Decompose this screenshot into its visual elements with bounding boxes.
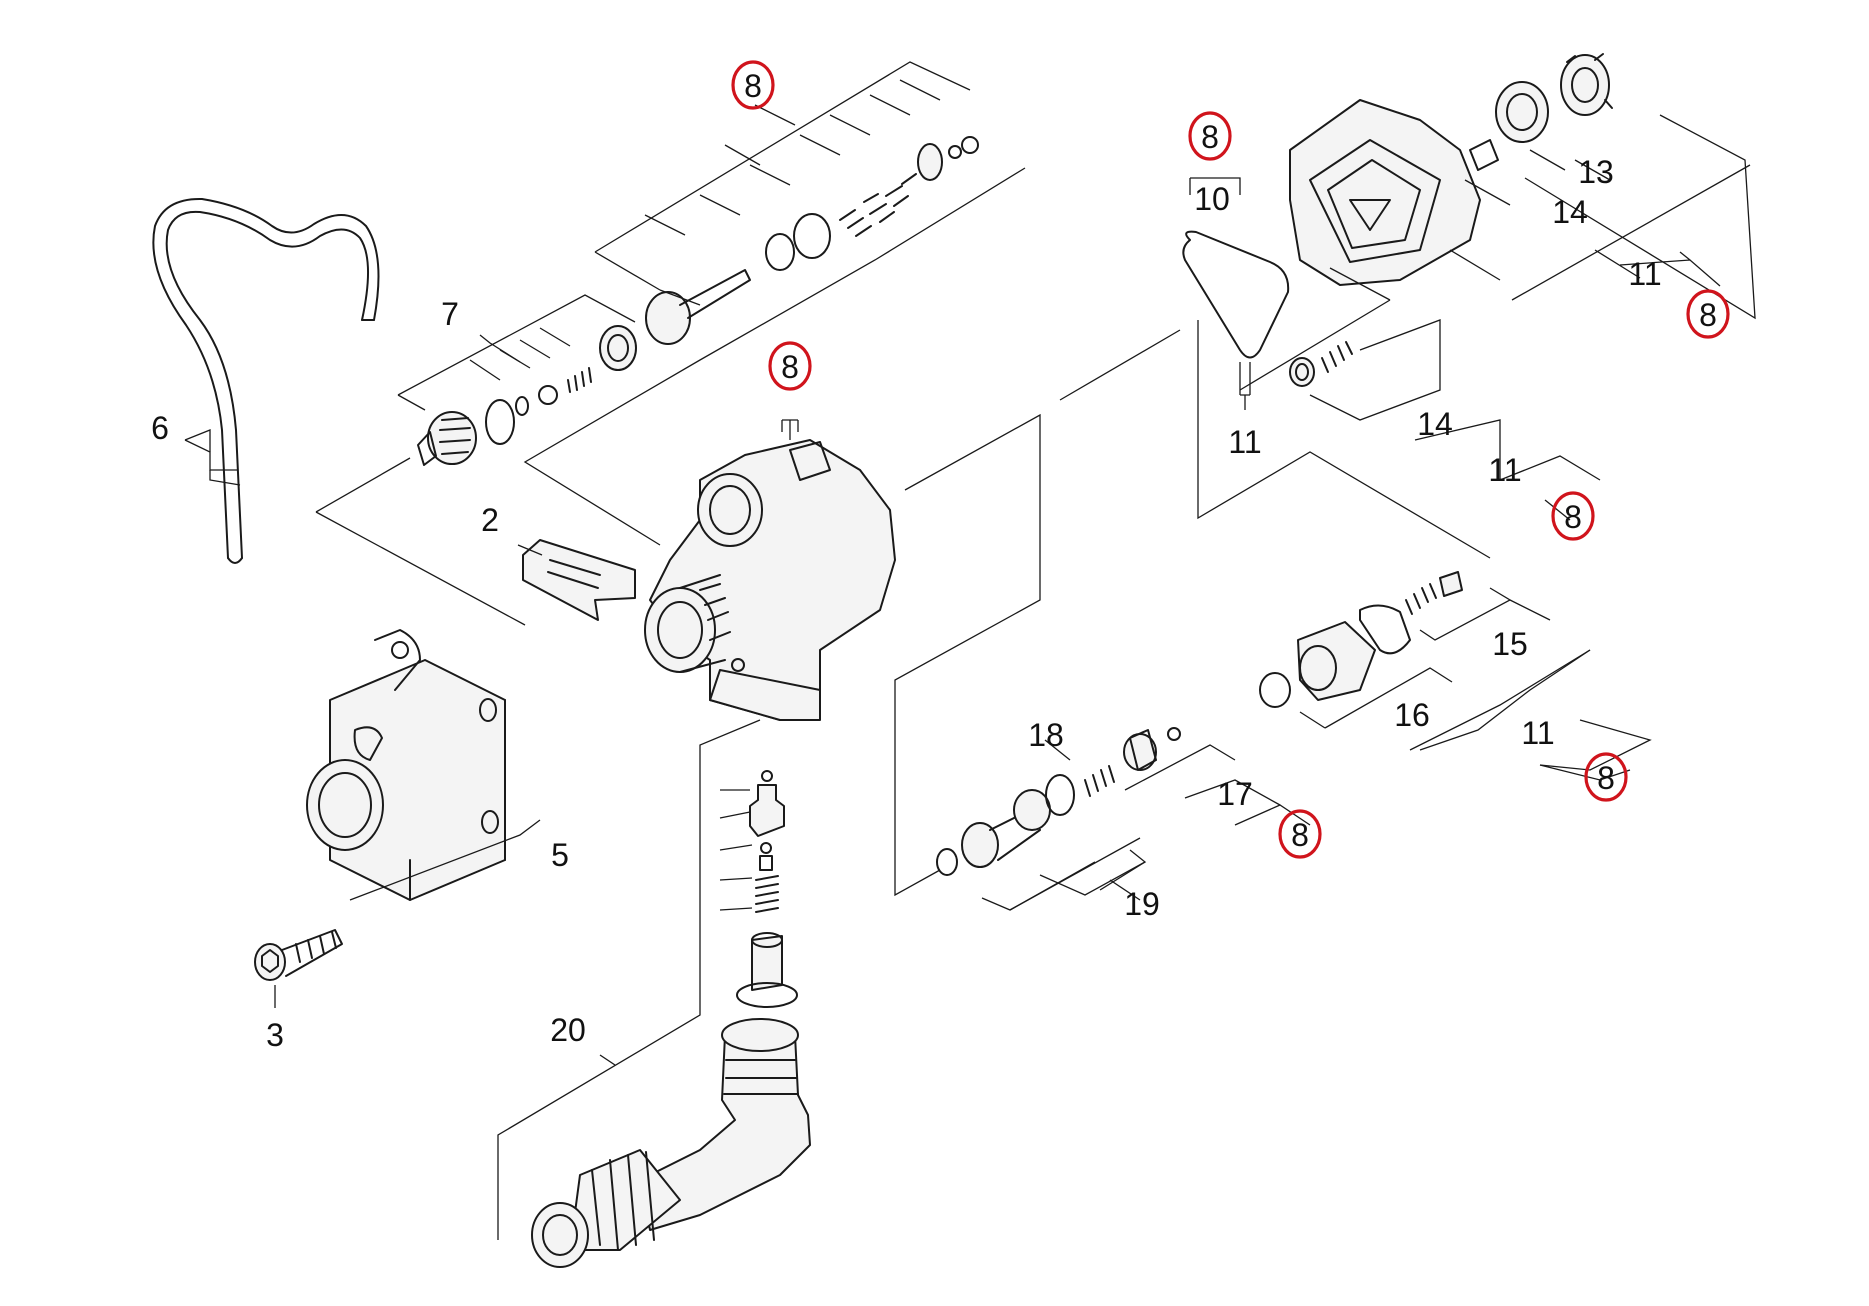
- callout-18: 18: [1028, 717, 1064, 753]
- callout-19: 19: [1124, 886, 1160, 922]
- highlight-ring: [1551, 491, 1595, 541]
- callout-6: 6: [151, 410, 169, 446]
- callout-10: 10: [1194, 181, 1230, 217]
- hose-part: [152, 197, 380, 564]
- callout-15: 15: [1492, 626, 1528, 662]
- highlight-ring: [731, 60, 775, 110]
- triangle-gasket-part: [1182, 230, 1290, 359]
- callout-16: 16: [1394, 697, 1430, 733]
- svg-text:8: 8: [1699, 297, 1717, 333]
- pump-housing-part: [306, 629, 506, 901]
- highlighted-callouts: 8 8 8 8 8 8 8: [731, 60, 1730, 859]
- inlet-valve-part: [1289, 341, 1353, 387]
- pump-head-part: [644, 439, 896, 721]
- valve-cover-part: [1289, 53, 1613, 286]
- screw-part: [254, 929, 343, 981]
- svg-text:8: 8: [781, 349, 799, 385]
- svg-text:8: 8: [1201, 119, 1219, 155]
- highlight-ring: [1584, 752, 1628, 802]
- highlighted-callout-right-lower: 8: [1584, 752, 1628, 802]
- highlighted-callout-top-left: 8: [731, 60, 775, 110]
- callout-3: 3: [266, 1017, 284, 1053]
- highlight-ring: [1686, 289, 1730, 339]
- check-valve-stack-part: [736, 770, 798, 1008]
- inlet-elbow-part: [531, 1018, 811, 1268]
- highlighted-callout-right-middle: 8: [1551, 491, 1595, 541]
- outlet-valve-part: [1259, 571, 1463, 708]
- callout-2: 2: [481, 502, 499, 538]
- callout-7: 7: [441, 296, 459, 332]
- callout-11-center: 11: [1228, 424, 1261, 460]
- callout-11-right-middle: 11: [1488, 452, 1521, 488]
- highlighted-callout-lower-center: 8: [1278, 809, 1322, 859]
- valve-stem-part: [936, 727, 1181, 876]
- pressure-valve-assembly-part: [417, 136, 979, 466]
- callout-13: 13: [1578, 154, 1614, 190]
- svg-text:8: 8: [1564, 499, 1582, 535]
- callout-labels: 2 3 5 6 7 10 11 11 11 11 13 14 14 15 16 …: [151, 154, 1662, 1053]
- callout-5: 5: [551, 837, 569, 873]
- callout-14-middle: 14: [1417, 406, 1453, 442]
- svg-text:8: 8: [1291, 817, 1309, 853]
- svg-text:8: 8: [744, 68, 762, 104]
- callout-11-right-lower: 11: [1521, 715, 1554, 751]
- leader-lines: [184, 61, 1756, 1240]
- highlight-ring: [1278, 809, 1322, 859]
- highlighted-callout-gasket: 8: [1188, 111, 1232, 161]
- highlight-ring: [1188, 111, 1232, 161]
- callout-11-top-right: 11: [1628, 256, 1661, 292]
- callout-14-top: 14: [1552, 194, 1588, 230]
- svg-text:8: 8: [1597, 760, 1615, 796]
- highlighted-callout-top-right: 8: [1686, 289, 1730, 339]
- highlighted-callout-center: 8: [768, 341, 812, 391]
- callout-17: 17: [1217, 776, 1253, 812]
- callout-20: 20: [550, 1012, 586, 1048]
- highlight-ring: [768, 341, 812, 391]
- bracket-part: [522, 539, 636, 621]
